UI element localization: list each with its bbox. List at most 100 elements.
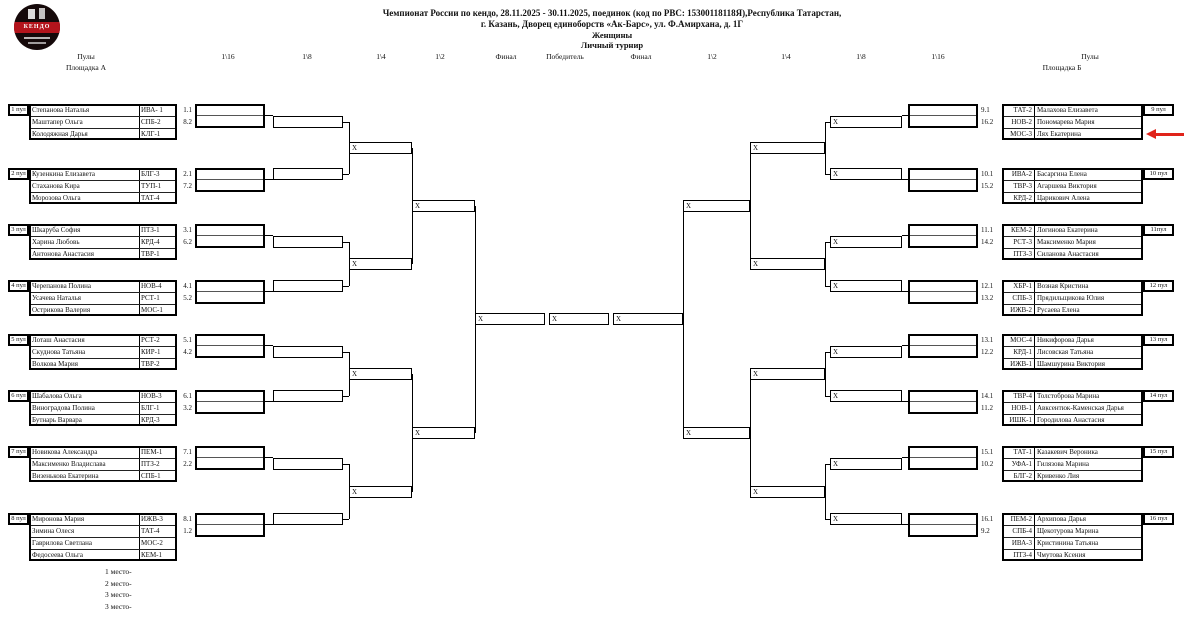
pool-label-box: [8, 168, 29, 180]
player-code: ПТЗ-3: [1013, 250, 1032, 258]
player-name: Логинова Екатерина: [1037, 226, 1098, 234]
pool-table-divider: [1034, 225, 1035, 259]
pool-label-box: [1143, 104, 1174, 116]
pool-label: 9 пул: [1151, 106, 1166, 113]
pool-row-separator: [31, 358, 175, 359]
player-name: Максименко Владислава: [32, 460, 106, 468]
player-name: Гаврилова Светлана: [32, 539, 92, 547]
player-code: ПЕМ-2: [1010, 515, 1032, 523]
pool-label-box: [1143, 513, 1174, 525]
bracket-box-1-16: [908, 334, 978, 358]
connector-line: [825, 174, 830, 175]
bracket-box-1-16-midline: [910, 401, 976, 402]
player-name: Шкаруба София: [32, 226, 81, 234]
bracket-box-1-8: [830, 458, 902, 470]
seed-label: 3.2: [183, 404, 192, 412]
connector-line: [825, 396, 830, 397]
seed-label: 15.2: [981, 182, 994, 190]
pool-table-divider: [139, 105, 140, 139]
bracket-box-1-16: [908, 224, 978, 248]
match-x-label: X: [833, 282, 839, 290]
player-code: КЕМ-1: [141, 551, 162, 559]
pool-label-box: [1143, 446, 1174, 458]
pool-table: [29, 446, 177, 482]
player-code: МОС-4: [1010, 336, 1032, 344]
bracket-box-1-8: [830, 390, 902, 402]
player-name: Черепанова Полина: [32, 282, 91, 290]
connector-line: [265, 235, 273, 236]
player-code: ИЖВ-1: [1010, 360, 1032, 368]
seed-label: 2.2: [183, 460, 192, 468]
match-x-label: X: [833, 515, 839, 523]
pool-table-divider: [1034, 169, 1035, 203]
seed-label: 6.1: [183, 392, 192, 400]
pool-label-box: [8, 334, 29, 346]
pool-row-separator: [31, 402, 175, 403]
player-code: БЛГ-3: [141, 170, 160, 178]
player-code: ИЖВ-3: [141, 515, 163, 523]
bracket-box-1-16-midline: [910, 457, 976, 458]
player-code: КРД-2: [1013, 194, 1032, 202]
seed-label: 11.2: [981, 404, 993, 412]
round-header: Финал: [630, 52, 652, 61]
round-header: 1\16: [221, 52, 235, 61]
player-name: Басаргина Елена: [1037, 170, 1087, 178]
connector-line: [825, 122, 826, 174]
player-code: РСТ-1: [141, 294, 160, 302]
bracket-box-1-8: [273, 236, 343, 248]
place-label: 3 место-: [105, 590, 132, 599]
player-name: Агаршева Виктория: [1037, 182, 1097, 190]
player-code: ТАТ-2: [1013, 106, 1032, 114]
kendo-logo: КЕНДО: [14, 4, 60, 50]
player-name: Усачева Наталья: [32, 294, 82, 302]
pool-label: 2 пул: [11, 170, 26, 177]
player-code: НОВ-4: [141, 282, 162, 290]
pool-label: 14 пул: [1149, 392, 1168, 399]
pool-table-divider: [139, 335, 140, 369]
pool-label: 6 пул: [11, 392, 26, 399]
pool-label: 13 пул: [1149, 336, 1168, 343]
pool-row-separator: [1004, 180, 1141, 181]
player-name: Лях Екатерина: [1037, 130, 1081, 138]
pool-row-separator: [1004, 346, 1141, 347]
bracket-box-semi: [412, 427, 475, 439]
player-name: Кристинина Татьяна: [1037, 539, 1099, 547]
player-name: Харина Любовь: [32, 238, 80, 246]
player-code: НОВ-1: [1011, 404, 1032, 412]
match-x-label: X: [616, 315, 622, 323]
player-code: ИВА-3: [1011, 539, 1032, 547]
round-header: 1\4: [781, 52, 791, 61]
logo-text: КЕНДО: [23, 24, 51, 30]
pool-row-separator: [31, 248, 175, 249]
column-header-pools-right: Пулы: [1081, 52, 1099, 61]
pool-row-separator: [1004, 537, 1141, 538]
player-code: МОС-2: [141, 539, 163, 547]
bracket-box-1-16-midline: [197, 401, 263, 402]
match-x-label: X: [478, 315, 484, 323]
connector-line: [902, 235, 908, 236]
bracket-box-quarter: [349, 368, 412, 380]
pool-label: 5 пул: [11, 336, 26, 343]
bracket-box-1-16: [195, 280, 265, 304]
pool-label-box: [1143, 168, 1174, 180]
bracket-box-1-8: [273, 116, 343, 128]
pool-table-divider: [139, 447, 140, 481]
player-name: Щекотурова Марина: [1037, 527, 1099, 535]
pool-row-separator: [1004, 248, 1141, 249]
match-x-label: X: [686, 202, 692, 210]
connector-line: [825, 519, 830, 520]
player-code: НОВ-3: [141, 392, 162, 400]
pool-row-separator: [1004, 414, 1141, 415]
player-name: Степанова Наталья: [32, 106, 90, 114]
player-name: Скуднова Татьяна: [32, 348, 86, 356]
round-header: 1\16: [931, 52, 945, 61]
connector-line: [265, 345, 273, 346]
pool-label-box: [8, 224, 29, 236]
player-name: Казакевич Вероника: [1037, 448, 1098, 456]
pool-label-box: [8, 280, 29, 292]
pool-label-box: [8, 390, 29, 402]
player-code: УФА-1: [1011, 460, 1032, 468]
round-header: 1\4: [376, 52, 386, 61]
bracket-box-1-8: [830, 346, 902, 358]
